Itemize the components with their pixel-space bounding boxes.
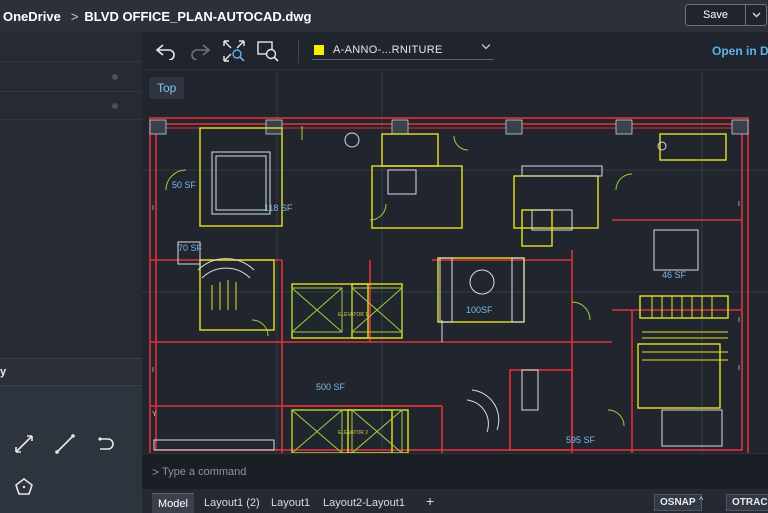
redo-icon [191,44,211,60]
left-panel: y [0,32,142,513]
chevron-down-icon [752,12,760,18]
room-label: 500 SF [316,382,346,392]
visibility-dot-icon[interactable] [112,103,118,109]
title-bar: OneDrive > BLVD OFFICE_PLAN-AUTOCAD.dwg … [0,0,768,32]
undo-button[interactable] [152,38,180,64]
breadcrumb-file-name: BLVD OFFICE_PLAN-AUTOCAD.dwg [84,8,312,24]
command-line: > [142,453,768,489]
arc-icon [98,437,114,450]
save-button[interactable]: Save [686,5,746,25]
arc-tool-button[interactable] [93,431,119,457]
save-dropdown-button[interactable] [746,5,766,25]
elevator-tag: ELEVATOR 2 [338,430,368,436]
breadcrumb-onedrive[interactable]: OneDrive [3,8,61,24]
command-input[interactable] [162,464,562,480]
tab-layout1[interactable]: Layout1 [271,497,311,509]
view-cube-label[interactable]: Top [149,77,185,99]
panel-section-label: y [0,366,7,378]
layer-color-swatch [314,44,324,55]
undo-icon [155,44,175,60]
elevator-tag: ELEVATOR 1 [338,312,368,318]
zoom-window-icon [257,41,279,62]
room-label: 100SF [466,305,493,315]
svg-text:I: I [152,367,154,374]
dimension-line-icon [15,435,33,453]
otrack-toggle[interactable]: OTRACK [726,494,768,511]
chevron-down-icon [481,44,491,50]
add-layout-button[interactable]: + [426,493,435,509]
panel-row[interactable] [0,92,142,120]
svg-text:Y: Y [152,411,157,418]
osnap-options-icon[interactable]: ^ [699,495,704,505]
layer-name: A-ANNO-...RNITURE [333,43,443,56]
zoom-extents-icon [223,40,245,62]
room-label: 46 SF [662,270,687,280]
toolbar-divider [298,39,299,63]
osnap-toggle[interactable]: OSNAP [654,494,702,511]
tab-model[interactable]: Model [152,493,194,513]
line-tool-button[interactable] [11,431,37,457]
room-label: 595 SF [566,435,596,445]
tab-layout1-2[interactable]: Layout1 (2) [204,497,260,509]
svg-text:I: I [738,365,740,372]
visibility-dot-icon[interactable] [112,74,118,80]
zoom-window-button[interactable] [254,38,282,64]
polygon-tool-button[interactable] [11,474,37,500]
zoom-extents-button[interactable] [220,38,248,64]
drawing-canvas[interactable]: 50 SF 118 SF 70 SF 100SF 46 SF 500 SF 59… [142,70,768,453]
line-icon [55,434,75,454]
layer-dropdown[interactable]: A-ANNO-...RNITURE [312,40,494,60]
polyline-tool-button[interactable] [52,431,78,457]
draw-tools-palette [0,386,142,513]
panel-row[interactable] [0,32,142,62]
panel-section-header: y [0,358,142,386]
svg-text:I: I [738,201,740,208]
panel-row[interactable] [0,62,142,92]
room-label: 118 SF [264,203,293,213]
room-label: 50 SF [172,180,197,190]
floor-plan-drawing[interactable]: 50 SF 118 SF 70 SF 100SF 46 SF 500 SF 59… [142,70,768,453]
breadcrumb-separator: > [70,8,79,24]
open-in-desktop-link[interactable]: Open in D [712,44,768,58]
room-label: 70 SF [178,243,203,253]
save-button-group: Save [685,4,767,26]
redo-button[interactable] [186,38,214,64]
svg-text:I: I [738,317,740,324]
layout-tab-bar: Model Layout1 (2) Layout1 Layout2-Layout… [142,489,768,513]
polygon-icon [15,478,33,495]
drawing-toolbar: A-ANNO-...RNITURE Open in D [142,32,768,70]
command-prompt-icon: > [152,465,160,479]
tab-layout2-layout1[interactable]: Layout2-Layout1 [323,497,405,509]
svg-text:I: I [152,205,154,212]
